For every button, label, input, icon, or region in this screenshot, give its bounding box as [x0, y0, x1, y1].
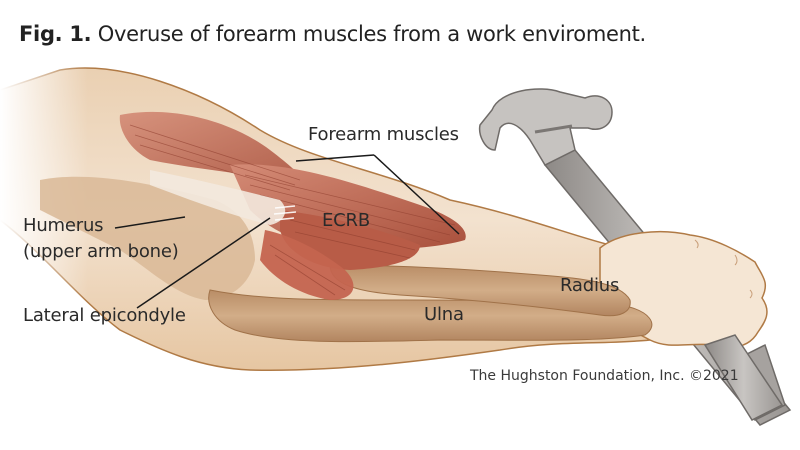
label-humerus-sub: (upper arm bone): [23, 241, 179, 262]
label-lateral-epicondyle: Lateral epicondyle: [23, 305, 186, 326]
label-ecrb: ECRB: [322, 210, 370, 231]
hammer-handle-end: [703, 334, 784, 421]
leader-lines: [114, 154, 460, 309]
label-forearm-muscles: Forearm muscles: [308, 124, 459, 145]
caption-text: Overuse of forearm muscles from a work e…: [97, 22, 646, 46]
radius-bone: [329, 264, 631, 317]
label-radius: Radius: [560, 275, 620, 296]
figure-number: Fig. 1.: [19, 22, 92, 46]
humerus-bone: [40, 176, 255, 300]
label-humerus: Humerus: [23, 215, 104, 236]
copyright-credit: The Hughston Foundation, Inc. ©2021: [470, 368, 739, 384]
label-ulna: Ulna: [424, 304, 464, 325]
figure-caption: Fig. 1. Overuse of forearm muscles from …: [19, 22, 646, 46]
forearm-muscles: [119, 111, 466, 300]
